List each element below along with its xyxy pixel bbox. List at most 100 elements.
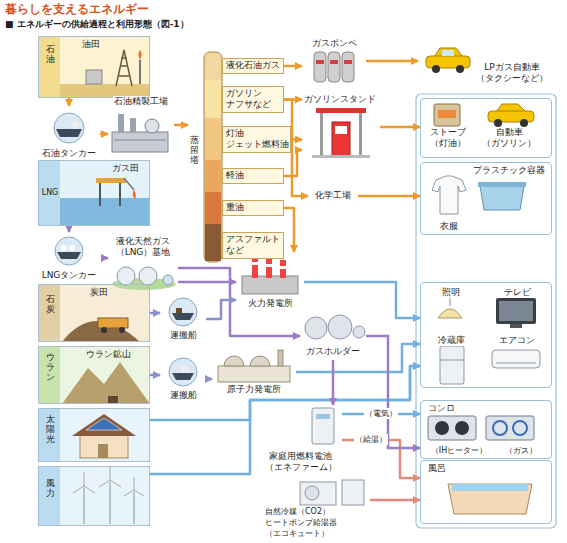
bathtub-picture (448, 484, 532, 514)
tanker-picture (56, 129, 82, 137)
nuclear-plant-node: 原子力発電所 (212, 346, 296, 398)
flow-arrow (304, 282, 420, 318)
lpg-car-picture (426, 48, 470, 73)
fridge-picture (440, 360, 464, 361)
distillation-column (205, 118, 221, 160)
thermal-plant-picture (280, 266, 286, 269)
energy-band: 風力 (38, 466, 150, 526)
nuclear-plant-picture (218, 366, 290, 382)
distillation-tower: 蒸留塔液化石油ガスガソリン ナフサなど灯油 ジェット燃料油軽油重油アスファルト … (188, 50, 290, 262)
coal-field-picture (101, 327, 107, 333)
node-label: ストーブ （灯油） (426, 127, 469, 149)
refinery-picture (145, 119, 159, 133)
node-label: コンロ (427, 403, 456, 414)
nuclear-plant-picture (218, 350, 290, 382)
chemical-plant-node: 化学工場 (308, 188, 358, 204)
fraction-box: 液化石油ガス (222, 58, 284, 74)
coal-field-picture (119, 327, 125, 333)
gas-cylinder-picture (314, 52, 354, 82)
band-ground (38, 36, 60, 98)
refinery-picture (112, 114, 168, 152)
node-label: ガソリン ナフサなど (225, 88, 271, 110)
flow-arrow (296, 344, 420, 372)
title: 暮らしを支えるエネルギー (4, 2, 150, 17)
node-label: 照明 (441, 287, 461, 298)
flow-arrow (284, 208, 294, 252)
stove-picture (434, 104, 460, 126)
plastic-container-picture (480, 186, 524, 210)
fraction-box: ガソリン ナフサなど (222, 86, 284, 113)
node-text: 衣服 (439, 221, 459, 232)
node-label: ガスボンベ (311, 38, 358, 49)
flow-arrow (366, 60, 418, 63)
solar-house-picture (72, 414, 136, 458)
node-label: 化学工場 (314, 190, 352, 201)
tanker-picture (54, 113, 84, 143)
tv-picture (499, 301, 533, 321)
clothes-picture (432, 176, 466, 214)
refinery-picture (112, 132, 168, 152)
distillation-column (205, 224, 221, 261)
stove-picture (434, 104, 460, 126)
heat-pump-picture (305, 486, 319, 500)
node-label: 風呂 (427, 463, 447, 474)
node-label: 運搬船 (169, 390, 198, 401)
gas-cylinder-node: ガスボンベ (302, 38, 366, 84)
usage-panel: ストーブ （灯油）自動車 （ガソリン） (420, 98, 552, 158)
aircon-picture (492, 350, 540, 368)
band-ground (38, 408, 60, 462)
solar-house-picture (80, 434, 128, 458)
node-text: （IHヒーター） (430, 445, 488, 456)
gas-station-picture (332, 122, 350, 156)
fraction-box: アスファルト など (222, 232, 284, 259)
lpg-car-picture (456, 65, 464, 73)
lng-field-picture (133, 190, 136, 199)
car-picture (494, 119, 502, 127)
flow-arrow (178, 281, 236, 284)
nuclear-plant-picture (224, 356, 244, 366)
cooker-picture (513, 421, 527, 435)
refinery-picture (118, 114, 124, 132)
flow-arrow (101, 257, 108, 260)
refinery-picture (130, 118, 136, 132)
uranium-mine-picture (62, 362, 150, 404)
band-ground (38, 466, 60, 526)
oil-field-picture (139, 60, 141, 84)
node-text: ガス田 (111, 163, 140, 174)
aircon-picture (496, 363, 536, 364)
thermal-plant-picture (266, 264, 272, 267)
gas-station-node: ガソリンスタンド (302, 94, 380, 160)
wind-turbine-picture (73, 466, 144, 524)
thermal-plant-picture (266, 258, 272, 278)
thermal-plant-picture (252, 262, 258, 265)
cooker-picture (428, 416, 534, 440)
flow-arrow (206, 300, 236, 319)
cooker-picture (428, 416, 476, 440)
ship-picture (169, 358, 197, 386)
usage-panel: 風呂 (420, 460, 552, 524)
band-ground (38, 284, 150, 342)
uranium-mine-picture (108, 396, 118, 404)
tanker-picture (69, 245, 75, 251)
node-text: テレビ (503, 287, 532, 298)
heat-pump-node: 自然冷媒（CO2） ヒートポンプ給湯器 （エコキュート） (260, 478, 370, 542)
bathtub-picture (452, 484, 528, 491)
band-ground (38, 36, 150, 526)
node-label: LNG (41, 187, 60, 198)
solar-house-picture (72, 414, 136, 436)
usage-panel: プラスチック容器衣服 (420, 162, 552, 235)
fraction-box: 重油 (222, 200, 284, 216)
gas-cylinder-picture (330, 60, 338, 64)
distillation-column (205, 192, 221, 224)
flow-arrow (100, 133, 108, 136)
node-label: ガソリンスタンド (303, 94, 377, 105)
ship-picture (176, 308, 182, 313)
thermal-plant-picture (242, 276, 298, 294)
flow-arrow (178, 268, 300, 336)
cooker-picture (493, 421, 507, 435)
heat-pump-picture (300, 482, 336, 505)
gas-cylinder-picture (316, 60, 324, 64)
lng-terminal-picture (117, 267, 135, 285)
oil-field-picture (86, 70, 102, 84)
